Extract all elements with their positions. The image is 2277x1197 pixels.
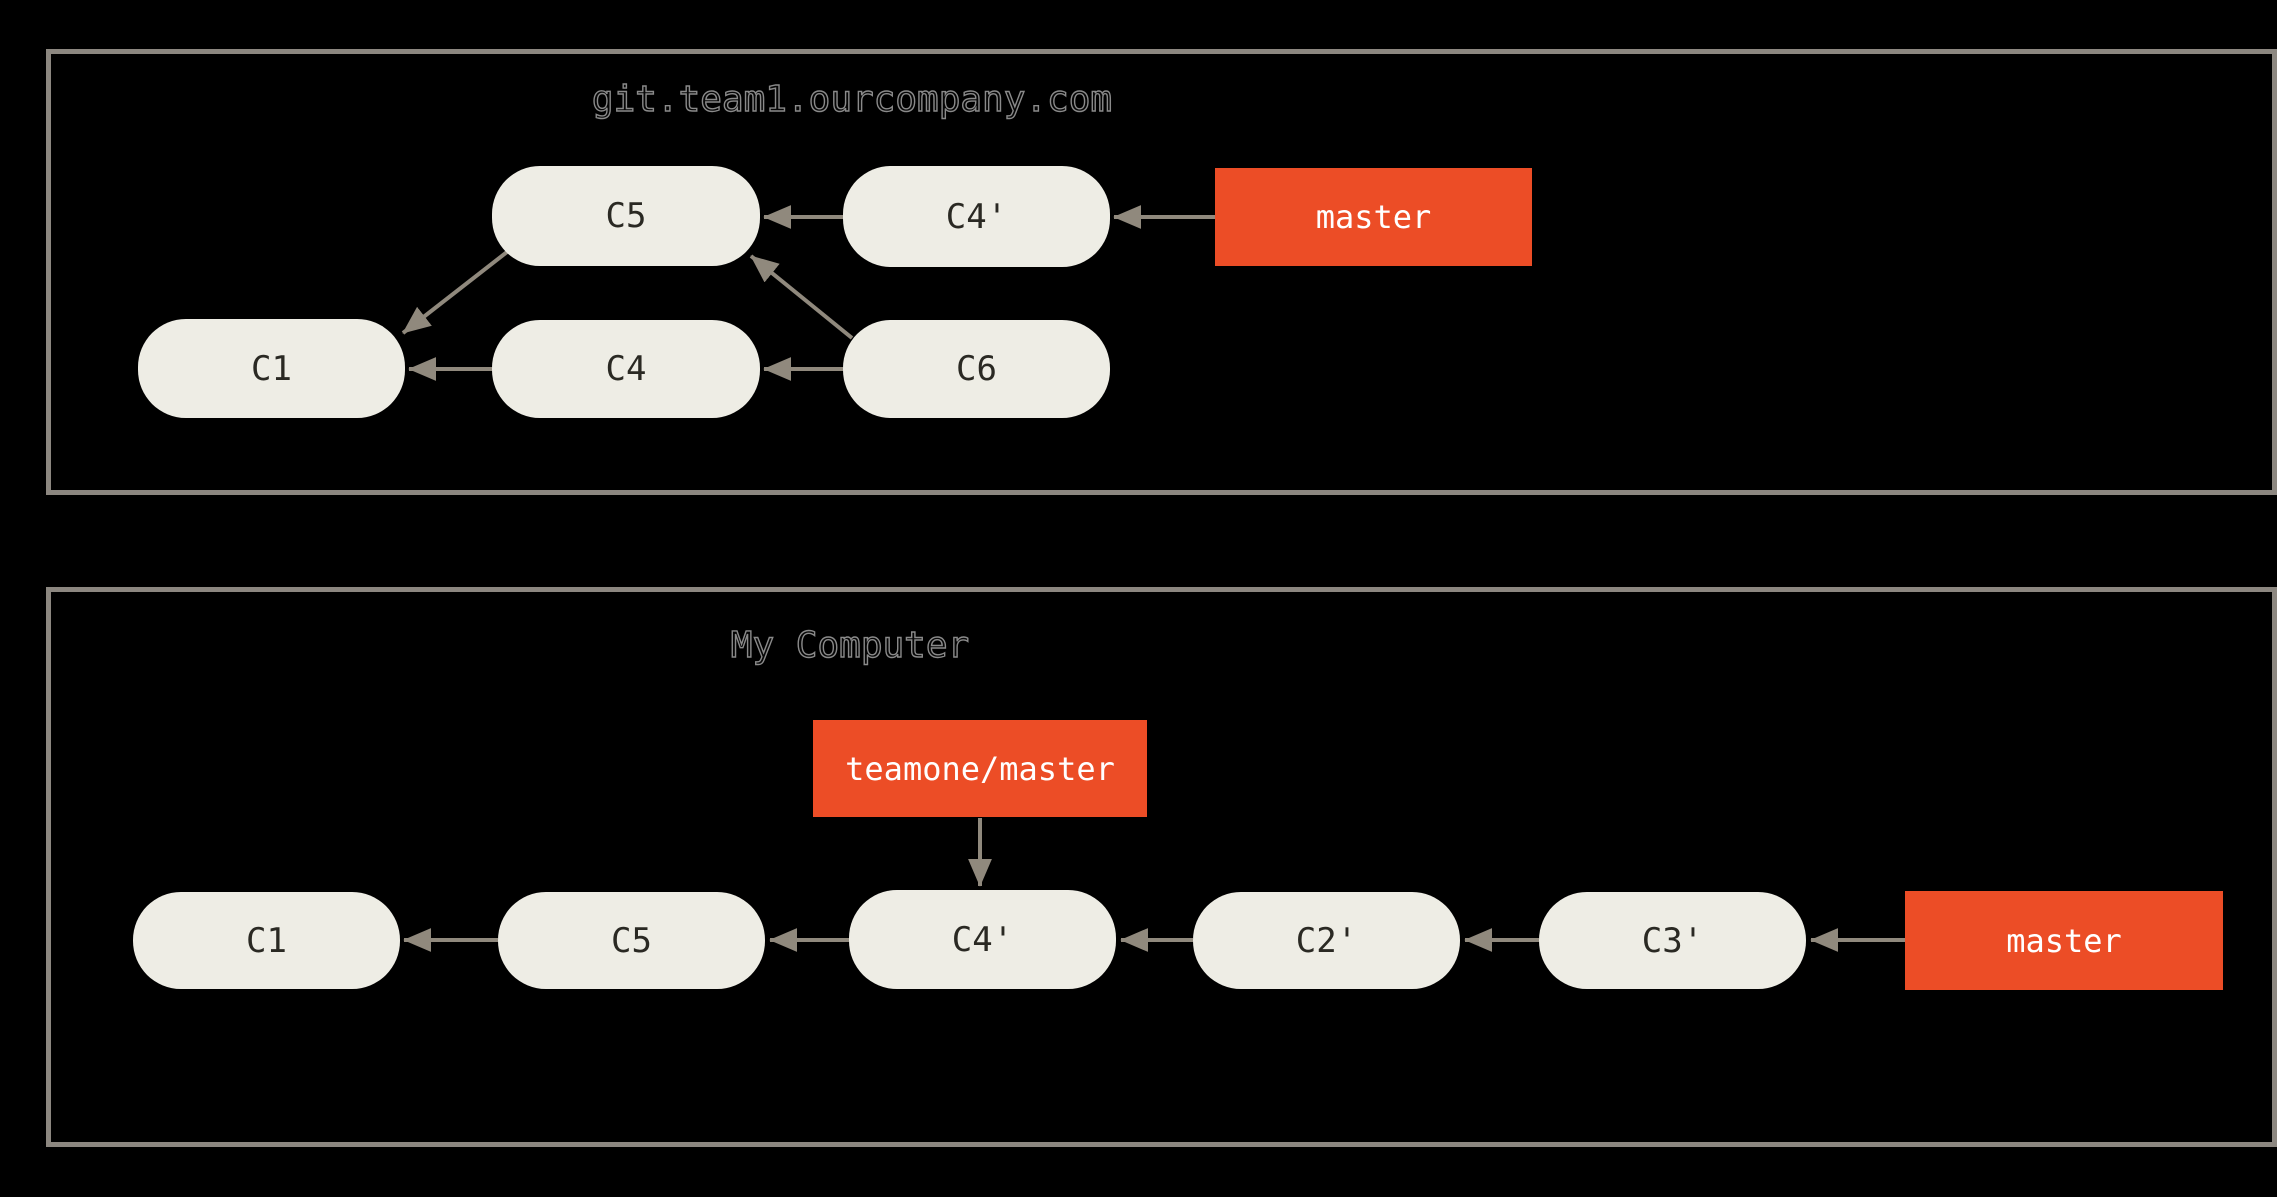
local-commit-c5: C5 xyxy=(498,892,765,989)
remote-branch-master-label: master xyxy=(1215,168,1532,266)
remote-commit-c4: C4 xyxy=(492,320,760,418)
local-commit-c2-prime: C2' xyxy=(1193,892,1460,989)
local-repo-box xyxy=(46,587,2277,1147)
remote-commit-c6: C6 xyxy=(843,320,1110,418)
local-branch-master-label: master xyxy=(1905,891,2223,990)
local-commit-c1: C1 xyxy=(133,892,400,989)
local-commit-c4-prime: C4' xyxy=(849,890,1116,989)
remote-commit-c1: C1 xyxy=(138,319,405,418)
remote-repo-box xyxy=(46,49,2277,495)
remote-commit-c5: C5 xyxy=(492,166,760,266)
local-commit-c3-prime: C3' xyxy=(1539,892,1806,989)
local-branch-teamone-master-label: teamone/master xyxy=(813,720,1147,817)
remote-commit-c4-prime: C4' xyxy=(843,166,1110,267)
